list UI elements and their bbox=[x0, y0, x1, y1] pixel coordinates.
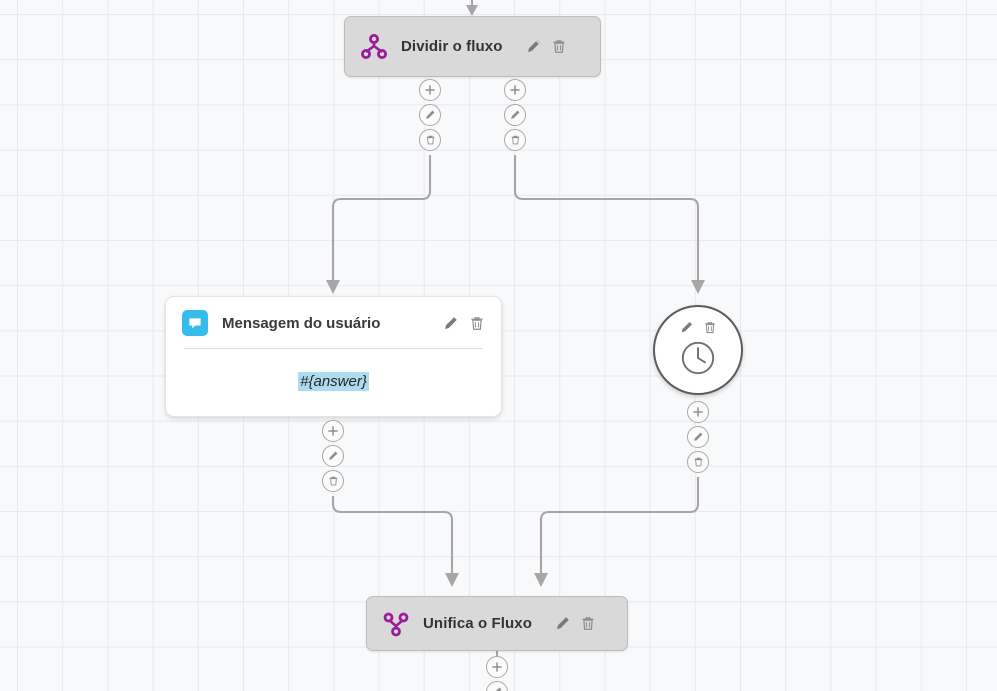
plus-icon bbox=[425, 85, 435, 95]
delete-connection-button[interactable] bbox=[504, 129, 526, 151]
delete-connection-button[interactable] bbox=[419, 129, 441, 151]
add-node-button[interactable] bbox=[486, 656, 508, 678]
trash-icon bbox=[329, 476, 337, 486]
edit-connection-button[interactable] bbox=[687, 426, 709, 448]
node-actions-user-message bbox=[442, 315, 485, 332]
node-title-user-message: Mensagem do usuário bbox=[222, 314, 381, 332]
edit-connection-button[interactable] bbox=[419, 104, 441, 126]
node-merge-flow[interactable]: Unifica o Fluxo bbox=[366, 596, 628, 651]
delete-connection-button[interactable] bbox=[322, 470, 344, 492]
split-flow-icon bbox=[361, 33, 387, 59]
node-actions-merge bbox=[554, 615, 596, 632]
plus-icon bbox=[510, 85, 520, 95]
edit-connection-button[interactable] bbox=[486, 681, 508, 691]
delete-icon[interactable] bbox=[703, 320, 717, 335]
port-stack-user-message[interactable] bbox=[322, 420, 344, 492]
delete-icon[interactable] bbox=[580, 615, 596, 632]
node-actions-split bbox=[525, 38, 567, 55]
edge-message-to-merge bbox=[331, 496, 454, 576]
message-token-value: #{answer} bbox=[298, 372, 369, 391]
trash-icon bbox=[694, 457, 702, 467]
edit-icon[interactable] bbox=[679, 320, 694, 335]
plus-icon bbox=[693, 407, 703, 417]
delete-icon[interactable] bbox=[551, 38, 567, 55]
edge-split-to-message bbox=[331, 155, 432, 283]
port-stack-merge[interactable] bbox=[486, 656, 508, 691]
pencil-icon bbox=[694, 432, 703, 441]
plus-icon bbox=[328, 426, 338, 436]
trash-icon bbox=[426, 135, 434, 145]
card-body: #{answer} bbox=[166, 349, 501, 416]
node-title-merge: Unifica o Fluxo bbox=[423, 615, 533, 632]
merge-flow-icon bbox=[383, 612, 409, 636]
trash-icon bbox=[511, 135, 519, 145]
pencil-icon bbox=[511, 110, 520, 119]
add-node-button[interactable] bbox=[504, 79, 526, 101]
card-header: Mensagem do usuário bbox=[166, 297, 501, 348]
edge-delay-to-merge bbox=[539, 477, 700, 576]
edit-connection-button[interactable] bbox=[504, 104, 526, 126]
card-divider bbox=[184, 348, 483, 349]
delete-connection-button[interactable] bbox=[687, 451, 709, 473]
clock-icon bbox=[679, 339, 717, 382]
edit-connection-button[interactable] bbox=[322, 445, 344, 467]
chat-bubble-icon bbox=[182, 310, 208, 336]
edit-icon[interactable] bbox=[554, 615, 571, 632]
edit-icon[interactable] bbox=[442, 315, 459, 332]
port-stack-split-right[interactable] bbox=[504, 79, 526, 151]
edge-split-to-delay bbox=[513, 155, 700, 283]
port-stack-split-left[interactable] bbox=[419, 79, 441, 151]
node-title-split: Dividir o fluxo bbox=[401, 38, 503, 55]
add-node-button[interactable] bbox=[419, 79, 441, 101]
node-split-flow[interactable]: Dividir o fluxo bbox=[344, 16, 601, 77]
add-node-button[interactable] bbox=[322, 420, 344, 442]
pencil-icon bbox=[329, 451, 338, 460]
edit-icon[interactable] bbox=[525, 38, 542, 55]
plus-icon bbox=[492, 662, 502, 672]
pencil-icon bbox=[496, 687, 502, 691]
add-node-button[interactable] bbox=[687, 401, 709, 423]
pencil-icon bbox=[426, 110, 435, 119]
port-stack-delay[interactable] bbox=[687, 401, 709, 473]
node-user-message[interactable]: Mensagem do usuário #{answer} bbox=[165, 296, 502, 417]
node-delay[interactable] bbox=[653, 305, 743, 395]
delete-icon[interactable] bbox=[469, 315, 485, 332]
node-actions-delay bbox=[679, 320, 717, 335]
